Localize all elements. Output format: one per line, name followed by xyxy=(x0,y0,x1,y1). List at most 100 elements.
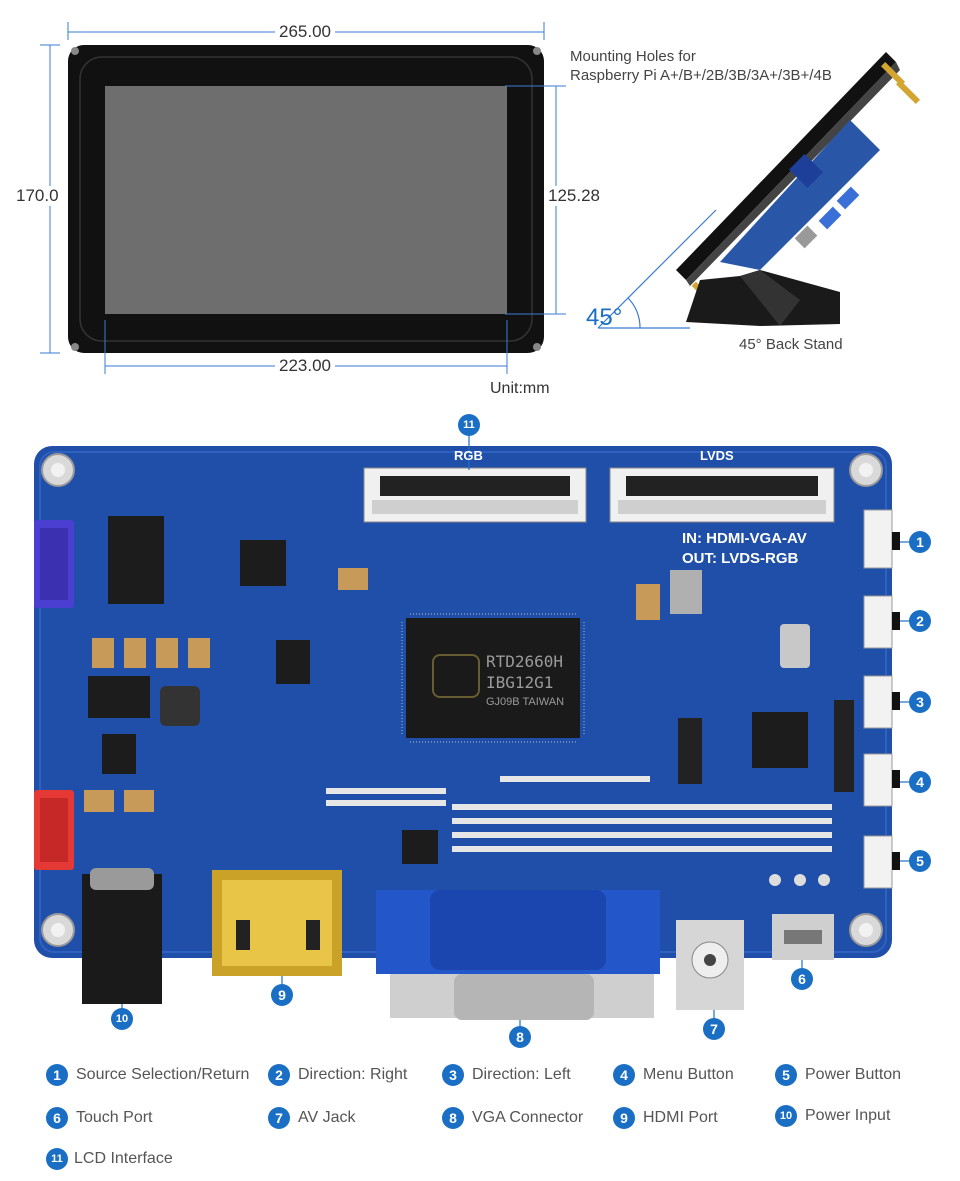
realtek-logo-icon xyxy=(432,654,480,698)
pin-header-j5 xyxy=(678,718,702,784)
side-vga xyxy=(789,154,823,188)
legend-label: Direction: Left xyxy=(472,1066,571,1083)
switch-sw3 xyxy=(863,675,893,729)
display-screen xyxy=(105,86,507,314)
corner-screw xyxy=(533,47,541,55)
callout-badge-6: 6 xyxy=(791,968,813,990)
legend-badge: 10 xyxy=(775,1105,797,1127)
legend-item-2: 2 Direction: Right xyxy=(268,1063,407,1087)
chip-marking-2: IBG12G1 xyxy=(486,673,554,692)
switch-sw5 xyxy=(863,835,893,889)
dim-width-top: 265.00 xyxy=(275,22,335,42)
silk-in: IN: HDMI-VGA-AV xyxy=(682,530,807,547)
legend-label: Touch Port xyxy=(76,1109,153,1126)
callout-badge-9: 9 xyxy=(271,984,293,1006)
angle-line-slant xyxy=(597,209,717,329)
switch-sw1 xyxy=(863,509,893,569)
legend-badge: 2 xyxy=(268,1064,290,1086)
switch-sw4 xyxy=(863,753,893,807)
dim-height-left: 170.0 xyxy=(16,186,59,206)
capacitor xyxy=(124,790,154,812)
crystal-x1 xyxy=(780,624,810,668)
power-jack xyxy=(82,874,162,1004)
callout-badge-2: 2 xyxy=(909,610,931,632)
legend-label: AV Jack xyxy=(298,1109,356,1126)
callout-badge-8: 8 xyxy=(509,1026,531,1048)
dim-screen-width: 223.00 xyxy=(275,356,335,376)
ic-u9 xyxy=(752,712,808,768)
pin-header xyxy=(834,700,854,792)
display-inner-frame xyxy=(79,56,533,342)
legend-badge: 6 xyxy=(46,1107,68,1129)
legend-badge: 4 xyxy=(613,1064,635,1086)
corner-screw xyxy=(71,47,79,55)
silk-lvds: LVDS xyxy=(700,448,734,463)
side-usb xyxy=(818,206,842,230)
callout-badge-4: 4 xyxy=(909,771,931,793)
corner-screw xyxy=(71,343,79,351)
legend-item-10: 10 Power Input xyxy=(775,1104,890,1128)
capacitor-ec6 xyxy=(636,584,660,620)
side-panel-edge xyxy=(686,62,900,286)
callout-badge-10: 10 xyxy=(111,1008,133,1030)
mounting-note-line2: Raspberry Pi A+/B+/2B/3B/3A+/3B+/4B xyxy=(570,67,832,84)
capacitor xyxy=(124,638,146,668)
legend-item-4: 4 Menu Button xyxy=(613,1063,734,1087)
callout-badge-11: 11 xyxy=(458,414,480,436)
back-stand-label: 45° Back Stand xyxy=(739,336,843,353)
ic-u3 xyxy=(670,570,702,614)
legend-badge: 11 xyxy=(46,1148,68,1170)
mounting-note-line1: Mounting Holes for xyxy=(570,48,696,65)
inductor xyxy=(88,676,150,718)
inductor xyxy=(160,686,200,726)
callout-badge-1: 1 xyxy=(909,531,931,553)
capacitor xyxy=(338,568,368,590)
side-eth xyxy=(794,225,818,249)
silk-out: OUT: LVDS-RGB xyxy=(682,550,799,567)
legend-badge: 8 xyxy=(442,1107,464,1129)
legend-label: Power Button xyxy=(805,1066,902,1083)
front-view-drawing xyxy=(40,22,921,374)
callout-badge-5: 5 xyxy=(909,850,931,872)
mounting-note: Mounting Holes for Raspberry Pi A+/B+/2B… xyxy=(570,47,832,85)
legend-item-8: 8 VGA Connector xyxy=(442,1106,583,1130)
legend-label: Source Selection/Return xyxy=(76,1066,250,1083)
ic-u7 xyxy=(240,540,286,586)
legend-badge: 3 xyxy=(442,1064,464,1086)
side-standoff xyxy=(880,61,906,87)
capacitor xyxy=(84,790,114,812)
switch-sw2 xyxy=(863,595,893,649)
callout-badge-3: 3 xyxy=(909,691,931,713)
angle-arc xyxy=(627,297,641,329)
ic-u1 xyxy=(102,734,136,774)
callout-badge-7: 7 xyxy=(703,1018,725,1040)
chip-marking-1: RTD2660H xyxy=(486,652,564,671)
side-board xyxy=(720,120,880,270)
ic-u6 xyxy=(402,830,438,864)
capacitor xyxy=(156,638,178,668)
legend-badge: 1 xyxy=(46,1064,68,1086)
dim-screen-height: 125.28 xyxy=(544,186,604,206)
silk-rgb: RGB xyxy=(454,448,483,463)
main-chip xyxy=(406,618,580,738)
back-stand-facet xyxy=(740,270,800,326)
corner-screw xyxy=(533,343,541,351)
side-usb xyxy=(836,186,860,210)
legend-label: HDMI Port xyxy=(643,1109,718,1126)
legend-label: Menu Button xyxy=(643,1066,734,1083)
legend-item-6: 6 Touch Port xyxy=(46,1106,152,1130)
chip-marking-3: GJ09B TAIWAN xyxy=(486,696,565,708)
capacitor xyxy=(92,638,114,668)
legend-item-3: 3 Direction: Left xyxy=(442,1063,571,1087)
legend-badge: 9 xyxy=(613,1107,635,1129)
ic-u8 xyxy=(108,516,164,604)
legend-item-7: 7 AV Jack xyxy=(268,1106,356,1130)
legend-item-11: 11 LCD Interface xyxy=(46,1147,173,1171)
legend-badge: 7 xyxy=(268,1107,290,1129)
side-view-drawing xyxy=(597,52,921,329)
legend-item-5: 5 Power Button xyxy=(775,1063,901,1087)
unit-label: Unit:mm xyxy=(490,380,550,397)
capacitor xyxy=(188,638,210,668)
legend-label: VGA Connector xyxy=(472,1109,584,1126)
angle-label: 45° xyxy=(586,304,623,331)
